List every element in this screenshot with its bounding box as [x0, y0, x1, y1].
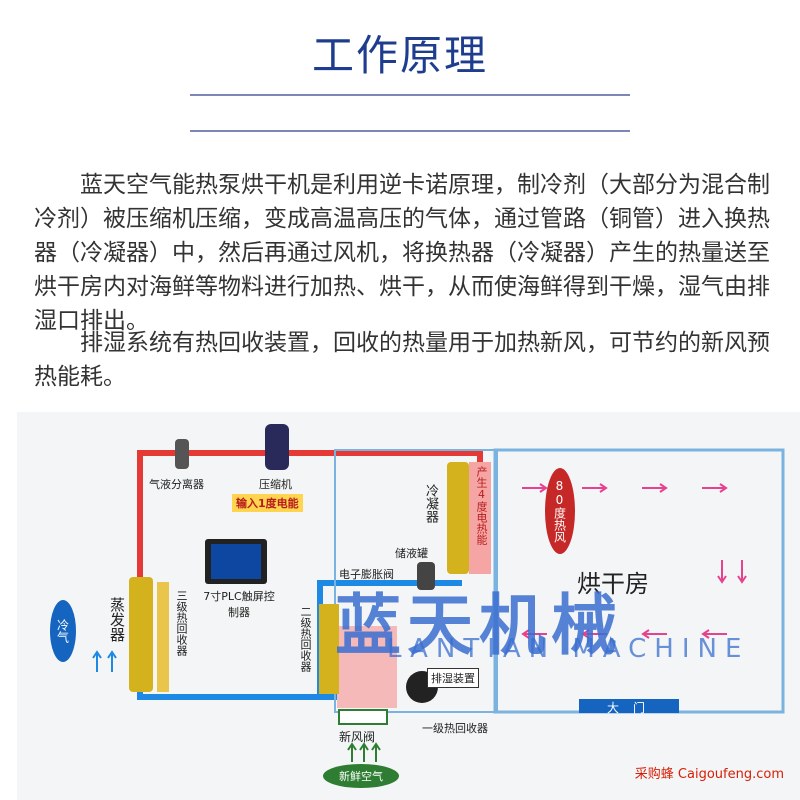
gas-liquid-separator-shape: [175, 439, 189, 469]
condenser-coil: [447, 462, 469, 574]
cold-air-arrow-2: [92, 650, 102, 672]
heat-recovery-3-label: 三级热回收器: [175, 590, 188, 656]
receiver-shape: [417, 562, 435, 590]
cold-air-pill: 冷气: [50, 600, 76, 662]
diagram: 气液分离器 压缩机 输入1度电能 冷凝器 产生4度电热能 储液罐 电子膨胀阀 7…: [17, 412, 800, 800]
return-air-arrow-4: [701, 629, 727, 639]
fresh-air-pill: 新鲜空气: [323, 764, 399, 788]
fresh-air-arrow-3: [371, 742, 381, 762]
equipment-box: [334, 449, 498, 713]
hot-air-arrow-2: [582, 483, 608, 493]
intro-paragraph: 蓝天空气能热泵烘干机是利用逆卡诺原理，制冷剂（大部分为混合制冷剂）被压缩机压缩，…: [34, 172, 770, 334]
hot-pipe-top: [137, 450, 482, 456]
footer-credit: 采购蜂 Caigoufeng.com: [634, 767, 784, 782]
return-air-arrow-3: [641, 629, 667, 639]
title-rule-top: [190, 94, 630, 96]
cold-air-arrow-1: [107, 650, 117, 672]
hot-pipe-left-top: [137, 450, 143, 580]
compressor-label: 压缩机: [259, 478, 292, 491]
expansion-valve-label: 电子膨胀阀: [339, 568, 394, 581]
evaporator-coil: [129, 577, 153, 692]
evaporator-label: 蒸发器: [108, 597, 126, 642]
gas-liquid-separator-label: 气液分离器: [149, 478, 204, 491]
dehumidify-label: 排湿装置: [427, 668, 479, 688]
receiver-label: 储液罐: [395, 547, 428, 560]
fresh-air-arrow-1: [347, 742, 357, 762]
hot-air-arrow-4: [702, 483, 728, 493]
fresh-air-valve-label: 新风阀: [339, 730, 376, 744]
dehumidify-paragraph: 排湿系统有热回收装置，回收的热量用于加热新风，可节约的新风预热能耗。: [34, 330, 770, 390]
plc-controller-label: 7寸PLC触屏控制器: [203, 590, 275, 619]
heat-recovery-2-coil: [319, 604, 339, 694]
hot-air-arrow-3: [642, 483, 668, 493]
power-input-label: 输入1度电能: [232, 494, 303, 512]
door-bar: [579, 699, 679, 713]
produce-heat-panel: [469, 462, 491, 574]
plc-screen-inner: [211, 544, 261, 579]
fresh-air-arrow-2: [359, 742, 369, 762]
heat-recovery-1-label: 一级热回收器: [422, 722, 488, 735]
cold-pipe-mid: [317, 580, 462, 586]
fresh-air-chamber: [337, 626, 397, 708]
down-air-arrow-1: [717, 560, 727, 584]
cold-pipe-bottom: [137, 694, 337, 700]
return-air-arrow-2: [581, 629, 607, 639]
diagram-pipes: [92, 424, 785, 762]
heat-recovery-2-label: 二级热回收器: [299, 606, 312, 672]
drying-room-label: 烘干房: [577, 570, 649, 598]
condenser-label: 冷凝器: [423, 484, 438, 523]
fresh-air-valve-shape: [338, 709, 388, 725]
watermark-brand-en: LANTIAN MACHINE: [387, 634, 750, 664]
compressor-shape: [265, 424, 289, 470]
down-air-arrow-2: [737, 560, 747, 584]
watermark-brand: 蓝天机械: [335, 587, 623, 664]
page-title: 工作原理: [311, 31, 488, 80]
title-rule-bottom: [190, 130, 630, 132]
door-label: 大门: [607, 701, 660, 715]
heat-recovery-3-coil: [157, 582, 169, 692]
return-air-arrow-1: [521, 629, 547, 639]
hot-air-pill: 80度热风: [545, 468, 575, 554]
hot-air-arrow-1: [522, 483, 548, 493]
produce-heat-label: 产生4度电热能: [475, 466, 488, 545]
